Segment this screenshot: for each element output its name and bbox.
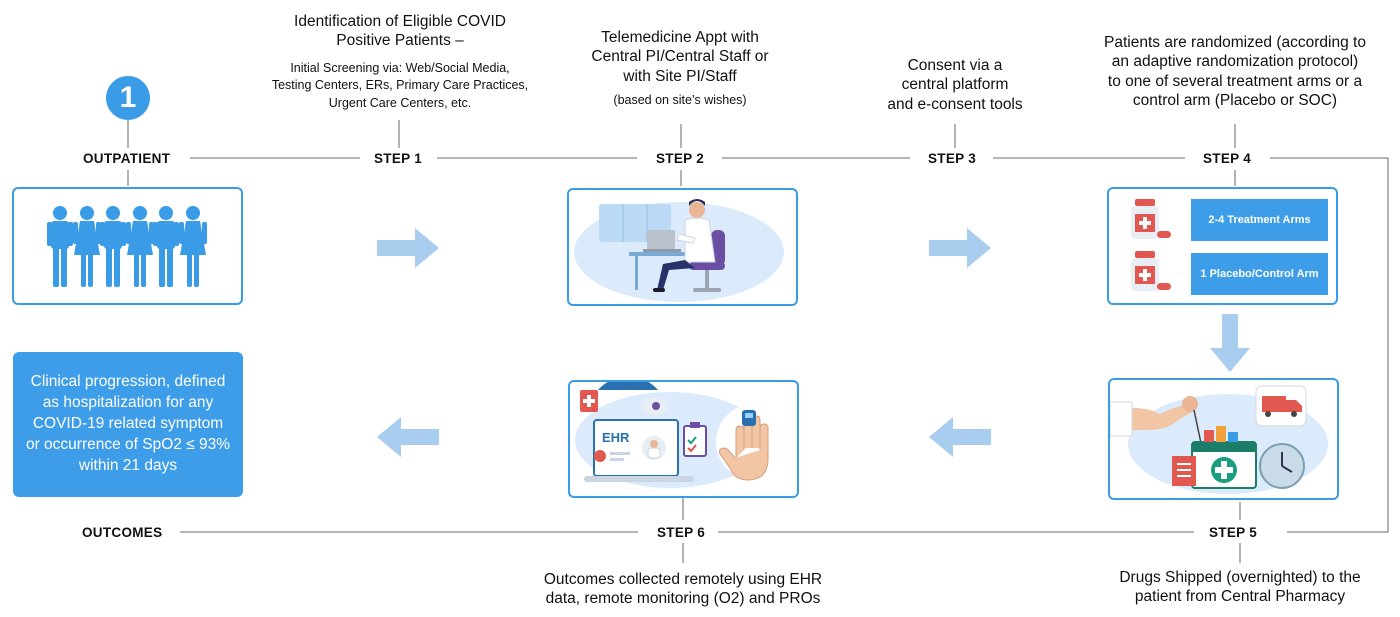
people-group-icon — [47, 206, 207, 287]
step-3-title-line: and e-consent tools — [887, 95, 1023, 113]
step-6-title-line: Outcomes collected remotely using EHR — [543, 571, 823, 588]
step-4-label: STEP 4 — [1203, 151, 1252, 166]
treatment-arms-box: 2-4 Treatment Arms — [1191, 199, 1328, 241]
outcomes-label: OUTCOMES — [82, 525, 163, 540]
step-4-title-line: Patients are randomized (according to — [1104, 34, 1366, 51]
arrow-down-icon — [1210, 314, 1250, 372]
step-5-label: STEP 5 — [1209, 525, 1258, 540]
step-2-title-line: Central PI/Central Staff or — [591, 48, 769, 66]
step-4-title-line: an adaptive randomization protocol) — [1111, 53, 1359, 71]
step-2-label: STEP 2 — [656, 151, 705, 166]
step-1-sub-line: Testing Centers, ERs, Primary Care Pract… — [271, 78, 529, 93]
pill-bottle-icon — [1131, 199, 1171, 239]
start-marker: 1 — [106, 76, 150, 120]
step-1-title-line: Identification of Eligible COVID — [294, 13, 506, 30]
outpatient-label: OUTPATIENT — [83, 151, 171, 166]
step-1-label: STEP 1 — [374, 151, 423, 166]
arrow-left-icon — [377, 417, 439, 457]
step-3-title-line: central platform — [901, 76, 1009, 94]
step-5-title-line: Drugs Shipped (overnighted) to the — [1119, 569, 1361, 586]
arrow-right-icon — [929, 228, 991, 268]
step-6-description: Outcomes collected remotely using EHR da… — [523, 570, 843, 609]
step-3-description: Consent via a central platform and e-con… — [865, 56, 1045, 114]
step-2-title-line: Telemedicine Appt with — [601, 29, 759, 46]
arrow-left-icon — [929, 417, 991, 457]
step-3-label: STEP 3 — [928, 151, 977, 166]
telemedicine-doctor-icon — [574, 199, 784, 302]
step-2-sub-line: (based on site’s wishes) — [613, 93, 747, 108]
ehr-monitoring-icon: EHR — [575, 382, 792, 488]
outcome-box: Clinical progression, defined as hospita… — [13, 352, 243, 497]
step-4-card: 2-4 Treatment Arms 1 Placebo/Control Arm — [1107, 187, 1338, 305]
step-1-title-line: Positive Patients – — [336, 32, 464, 50]
drug-shipping-icon — [1110, 385, 1328, 494]
ehr-text: EHR — [602, 430, 630, 445]
arrow-right-icon — [377, 228, 439, 268]
step-6-card: EHR — [568, 380, 799, 498]
step-5-card — [1108, 378, 1339, 500]
step-2-description: Telemedicine Appt with Central PI/Centra… — [560, 28, 800, 110]
step-1-sub-line: Urgent Care Centers, etc. — [328, 95, 472, 110]
start-marker-number: 1 — [119, 81, 137, 114]
step-4-title-line: to one of several treatment arms or a — [1107, 72, 1363, 90]
step-1-description: Identification of Eligible COVID Positiv… — [260, 12, 540, 112]
step-6-label: STEP 6 — [657, 525, 706, 540]
step-2-card — [567, 188, 798, 306]
step-6-title-line: data, remote monitoring (O2) and PROs — [545, 590, 821, 608]
pill-bottle-icon — [1131, 251, 1171, 291]
step-5-description: Drugs Shipped (overnighted) to the patie… — [1090, 568, 1390, 607]
outpatient-card — [12, 187, 243, 305]
outcome-box-text: Clinical progression, defined as hospita… — [25, 373, 231, 474]
step-3-title-line: Consent via a — [907, 57, 1003, 74]
step-4-title-line: control arm (Placebo or SOC) — [1132, 92, 1338, 110]
step-2-title-line: with Site PI/Staff — [623, 67, 737, 85]
control-arm-box: 1 Placebo/Control Arm — [1191, 253, 1328, 295]
step-1-sub-line: Initial Screening via: Web/Social Media, — [290, 60, 510, 75]
step-4-description: Patients are randomized (according to an… — [1085, 33, 1385, 111]
step-5-title-line: patient from Central Pharmacy — [1134, 588, 1346, 606]
